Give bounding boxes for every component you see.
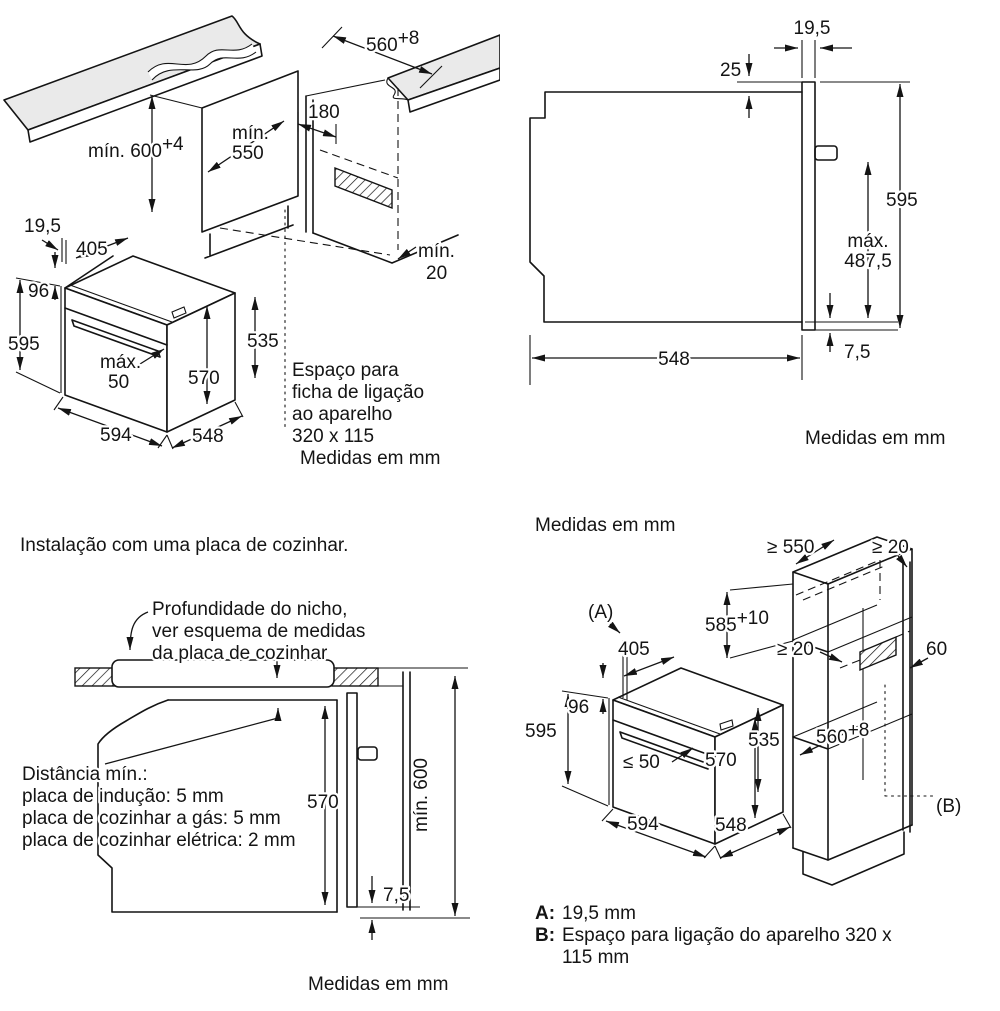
panel-tall-cabinet: Medidas em mm ≥ 550 ≥ 20 (A) 585+10 ≥ 20…	[523, 513, 964, 971]
units-note: Medidas em mm	[308, 974, 448, 995]
niche-interior	[219, 88, 459, 429]
dimension-arrows	[532, 44, 904, 362]
dim-min600-label: mín. 600+4	[88, 134, 184, 162]
labels: Instalação com uma placa de cozinhar. Pr…	[18, 533, 451, 998]
leaders-and-arrows	[104, 611, 459, 940]
dim-570-label: 570	[307, 792, 339, 813]
callout-A-label: (A)	[588, 602, 613, 623]
dim-7-5-label: 7,5	[844, 342, 870, 363]
dim-560-label: 560+8	[816, 720, 869, 748]
worktop-and-hob	[74, 659, 468, 911]
dim-560-label: 560+8	[366, 28, 419, 56]
dim-595-label: 595	[8, 334, 40, 355]
section-title: Instalação com uma placa de cozinhar.	[20, 535, 348, 556]
dim-96-label: 96	[28, 281, 49, 302]
legend-A-key: A:	[535, 903, 555, 924]
worktop-right	[305, 34, 500, 113]
dim-min550-label: mín.	[232, 123, 269, 144]
legend-B-value-line2: 115 mm	[562, 947, 629, 968]
dimension-arrows	[15, 26, 443, 450]
hob-body	[111, 659, 335, 688]
units-note: Medidas em mm	[300, 448, 440, 469]
labels: 560+8 180 mín. 550 mín. 600+4 19,5 405 9…	[6, 26, 457, 472]
dim-594-label: 594	[100, 425, 132, 446]
dim-max-label: máx.	[847, 231, 888, 252]
panel-hob-installation: Instalação com uma placa de cozinhar. Pr…	[18, 533, 470, 998]
vent-hatch	[334, 166, 393, 210]
vent-hatch	[859, 635, 897, 672]
panel-side-section: 19,5 25 595 máx. 487,5 7,5 548 Medidas e…	[529, 16, 948, 452]
dim-max50-label: máx.	[100, 352, 141, 373]
units-note: Medidas em mm	[535, 515, 675, 536]
niche-note-line1: Profundidade do nicho,	[152, 599, 347, 620]
tall-cabinet-structure	[792, 536, 934, 886]
legend-A-value: 19,5 mm	[562, 903, 636, 924]
oven-body	[608, 640, 784, 845]
dim-7-5-label: 7,5	[383, 885, 409, 906]
dim-570-label: 570	[188, 368, 220, 389]
distance-note-line2: placa de indução: 5 mm	[22, 786, 224, 807]
legend-B-value-line1: Espaço para ligação do aparelho 320 x	[562, 925, 892, 946]
dim-535-label: 535	[247, 331, 279, 352]
dim-548-label: 548	[658, 349, 690, 370]
note-connection-line1: Espaço para	[292, 360, 399, 381]
distance-note-line1: Distância mín.:	[22, 764, 148, 785]
dim-96-label: 96	[568, 697, 589, 718]
dim-405-label: 405	[76, 239, 108, 260]
dim-585-label: 585+10	[705, 608, 769, 636]
units-note: Medidas em mm	[805, 428, 945, 449]
dim-535-label: 535	[748, 730, 780, 751]
oven-body	[60, 238, 236, 433]
labels: 19,5 25 595 máx. 487,5 7,5 548 Medidas e…	[656, 16, 948, 452]
callout-B-label: (B)	[936, 796, 961, 817]
dim-548-label: 548	[715, 815, 747, 836]
note-connection-line2: ficha de ligação	[292, 382, 424, 403]
oven-profile	[97, 692, 470, 919]
dim-min600-label: mín. 600	[411, 758, 432, 832]
dim-405-label: 405	[618, 639, 650, 660]
dim-595-label: 595	[886, 190, 918, 211]
dim-25-label: 25	[720, 60, 741, 81]
dim-60-label: 60	[926, 639, 947, 660]
dim-548-label: 548	[192, 426, 224, 447]
dim-ge20-top-label: ≥ 20	[872, 537, 909, 558]
worktop-hatch-right	[331, 667, 379, 687]
dim-le50-label: ≤ 50	[623, 752, 660, 773]
handle	[357, 746, 378, 761]
note-connection-line4: 320 x 115	[292, 426, 374, 447]
distance-note-line4: placa de cozinhar elétrica: 2 mm	[22, 830, 296, 851]
dim-19-5-label: 19,5	[794, 18, 831, 39]
cabinet-gable	[201, 70, 299, 259]
panel-niche-perspective: 560+8 180 mín. 550 mín. 600+4 19,5 405 9…	[3, 15, 500, 472]
dimension-arrows	[561, 539, 929, 860]
labels: Medidas em mm ≥ 550 ≥ 20 (A) 585+10 ≥ 20…	[523, 513, 964, 971]
dim-570-label: 570	[705, 750, 737, 771]
handle	[814, 145, 838, 161]
niche-note-line3: da placa de cozinhar	[152, 643, 328, 664]
worktop-left	[3, 15, 263, 143]
dim-180-label: 180	[308, 102, 340, 123]
oven-profile	[529, 40, 910, 385]
distance-note-line3: placa de cozinhar a gás: 5 mm	[22, 808, 281, 829]
dim-594-label: 594	[627, 814, 659, 835]
dim-19-5-label: 19,5	[24, 216, 61, 237]
dim-595-label: 595	[525, 721, 557, 742]
dim-ge20-mid-label: ≥ 20	[777, 639, 814, 660]
dim-max-value: 487,5	[844, 251, 892, 272]
note-connection-line3: ao aparelho	[292, 404, 392, 425]
legend-B-key: B:	[535, 925, 555, 946]
dim-min550-value: 550	[232, 143, 264, 164]
niche-note-line2: ver esquema de medidas	[152, 621, 365, 642]
dim-min20-value: 20	[426, 263, 447, 284]
dim-max50-value: 50	[108, 372, 129, 393]
dim-min20-label: mín.	[418, 241, 455, 262]
dim-ge550-label: ≥ 550	[767, 537, 814, 558]
